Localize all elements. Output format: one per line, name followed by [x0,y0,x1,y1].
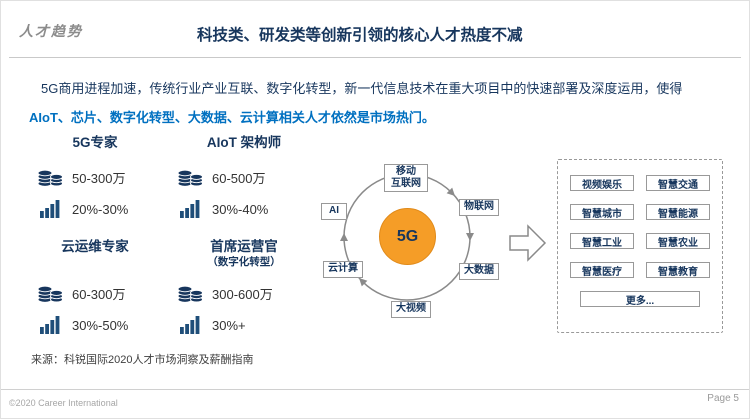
page-title: 科技类、研发类等创新引领的核心人才热度不减 [197,27,523,44]
stat-growth: 30%-50% [72,317,129,333]
stat-role: 5G专家 [72,135,118,150]
copyright-text: ©2020 Career International [9,398,118,408]
source-note: 来源：科锐国际2020人才市场洞察及薪酬指南 [31,354,254,366]
stat-growth: 20%-30% [72,201,129,217]
footer-divider [1,389,749,390]
bar-chart-icon [177,316,203,334]
coins-icon [177,167,203,187]
stat-card-5g-expert: 5G专家 50-300万 20%-30% [25,135,165,225]
stat-role: AIoT 架构师 [206,135,282,150]
arrow-right-icon [509,223,547,268]
application-box: 智慧交通 [646,175,710,191]
5g-hub: 5G [379,208,436,265]
coins-icon [177,283,203,303]
application-box: 智慧教育 [646,262,710,278]
stat-role-sub: （数字化转型） [207,255,281,268]
stat-role: 云运维专家 [61,239,129,254]
application-box: 智慧医疗 [570,262,634,278]
page-number: Page 5 [707,393,739,404]
applications-panel: 视频娱乐 智慧交通 智慧城市 智慧能源 智慧工业 智慧农业 智慧医疗 智慧教育 … [557,159,723,333]
intro-text: 5G商用进程加速，传统行业产业互联、数字化转型，新一代信息技术在重大项目中的快速… [41,81,683,96]
coins-icon [37,167,63,187]
node-big-video: 大视频 [391,301,431,318]
stat-card-coo: 首席运营官 （数字化转型） 300-600万 [165,239,323,341]
node-ai: AI [321,203,347,220]
stats-grid: 5G专家 50-300万 20%-30% [25,135,323,341]
stat-salary: 60-500万 [212,170,266,186]
application-box: 智慧能源 [646,204,710,220]
coins-icon [37,283,63,303]
stat-salary: 300-600万 [212,286,273,302]
node-cloud-computing: 云计算 [323,261,363,278]
header-divider [9,57,741,58]
more-box: 更多... [580,291,700,307]
bar-chart-icon [37,316,63,334]
bar-chart-icon [177,200,203,218]
stat-growth: 30%-40% [212,201,269,217]
application-box: 智慧农业 [646,233,710,249]
node-mobile-internet: 移动 互联网 [384,164,428,192]
intro-highlight: AIoT、芯片、数字化转型、大数据、云计算相关人才依然是市场热门。 [29,109,435,125]
node-iot: 物联网 [459,199,499,216]
stat-salary: 60-300万 [72,286,126,302]
stat-role: 首席运营官 [210,239,278,254]
5g-ecosystem-diagram: 5G 移动 互联网 AI 物联网 云计算 大数据 大视频 [301,151,536,341]
intro-paragraph: 5G商用进程加速，传统行业产业互联、数字化转型，新一代信息技术在重大项目中的快速… [29,79,731,126]
bar-chart-icon [37,200,63,218]
application-box: 智慧城市 [570,204,634,220]
stat-growth: 30%+ [212,317,246,333]
stat-card-cloud-ops-expert: 云运维专家 60-300万 30%-50 [25,239,165,341]
node-big-data: 大数据 [459,263,499,280]
section-label: 人才趋势 [19,23,83,39]
stat-card-aiot-architect: AIoT 架构师 60-500万 30% [165,135,323,225]
stat-salary: 50-300万 [72,170,126,186]
application-box: 视频娱乐 [570,175,634,191]
application-box: 智慧工业 [570,233,634,249]
